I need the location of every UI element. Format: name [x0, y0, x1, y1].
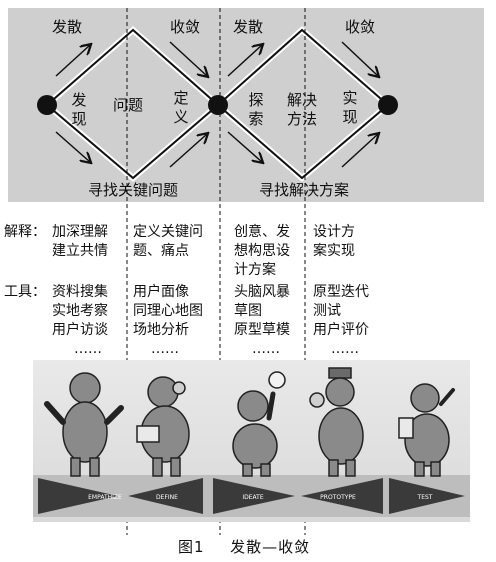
inner-label-solution: 解决方法 [287, 91, 318, 128]
figure-caption: 图1 发散—收敛 [178, 536, 310, 557]
explain-col-1: 加深理解 建立共情 [52, 223, 108, 261]
stage-label-test: TEST [417, 494, 433, 501]
tools-col-3-ellipsis: …… [252, 341, 280, 357]
diverge-arrow-up-2 [227, 45, 262, 77]
stage-label-empathize: EMPATHIZE [88, 494, 122, 501]
explain-col-3-line: 计方案 [234, 262, 276, 278]
inner-label-discover: 发现 [71, 91, 87, 128]
figure-number: 图1 [178, 538, 205, 556]
stage-test-shape [389, 478, 465, 514]
stage-label-ideate: IDEATE [242, 494, 263, 501]
explain-col-1-line: 建立共情 [52, 243, 108, 259]
tools-col-1-line: 资料搜集 [52, 284, 108, 300]
top-label-diverge-2: 发散 [233, 18, 264, 36]
character-test [398, 383, 455, 477]
tools-row-label: 工具： [4, 284, 46, 300]
middle-node [208, 95, 228, 115]
tools-col-1-ellipsis: …… [74, 341, 102, 357]
top-label-converge-2: 收敛 [345, 18, 376, 36]
explain-col-2-line: 定义关键问 [133, 224, 203, 240]
explain-col-2-line: 题、痛点 [133, 243, 189, 259]
converge-arrow-up-1 [169, 41, 207, 76]
converge-arrow-down-1 [169, 134, 207, 168]
explain-col-4-line: 设计方 [313, 224, 355, 240]
tools-col-3-line: 原型草模 [234, 322, 290, 338]
tools-col-2-ellipsis: …… [151, 341, 179, 357]
tools-col-3-line: 头脑风暴 [234, 284, 290, 300]
bottom-label-find-problem: 寻找关键问题 [88, 181, 179, 199]
inner-label-define: 定义 [173, 89, 189, 126]
stage-define-shape [128, 478, 203, 514]
character-ideate [232, 371, 286, 477]
diverge-arrow-up-1 [55, 45, 90, 77]
tools-col-1-line: 实地考察 [52, 303, 108, 319]
bottom-label-find-solution: 寻找解决方案 [259, 181, 350, 199]
tools-col-2-line: 用户面像 [133, 284, 189, 300]
tools-col-4-line: 测试 [313, 303, 341, 319]
stage-prototype-shape [301, 478, 383, 514]
tools-col-4-line: 用户评价 [313, 322, 369, 338]
stage-ideate-shape [213, 478, 295, 514]
explain-col-4: 设计方 案实现 [313, 223, 355, 261]
explain-col-1-line: 加深理解 [52, 224, 108, 240]
explain-row-label: 解释： [4, 224, 46, 240]
explain-col-3: 创意、发 想构思设 计方案 [234, 223, 290, 280]
character-define [136, 376, 190, 477]
converge-arrow-down-2 [341, 134, 378, 168]
tools-col-4-ellipsis: …… [331, 341, 359, 357]
explain-col-3-line: 创意、发 [234, 224, 290, 240]
stage-label-prototype: PROTOTYPE [320, 494, 356, 501]
tools-col-2: 用户面像 同理心地图 场地分析 …… [133, 283, 203, 359]
tools-col-4-line: 原型迭代 [313, 284, 369, 300]
tools-col-3-line: 草图 [234, 303, 262, 319]
end-node [378, 95, 398, 115]
inner-label-explore: 探索 [248, 91, 264, 128]
explain-col-2: 定义关键问 题、痛点 [133, 223, 203, 261]
stage-empathize-shape [38, 478, 118, 514]
tools-col-2-line: 同理心地图 [133, 303, 203, 319]
process-illustration: EMPATHIZE DEFINE IDEATE PROTOTYPE TEST [33, 367, 470, 517]
tools-col-2-line: 场地分析 [133, 322, 189, 338]
tools-col-1: 资料搜集 实地考察 用户访谈 …… [52, 283, 108, 359]
tools-col-4: 原型迭代 测试 用户评价 …… [313, 283, 369, 359]
tools-col-1-line: 用户访谈 [52, 322, 108, 338]
figure-title: 发散—收敛 [230, 538, 311, 556]
converge-arrow-up-2 [341, 41, 378, 76]
top-label-diverge-1: 发散 [52, 18, 83, 36]
start-node [37, 95, 57, 115]
explain-col-3-line: 想构思设 [234, 243, 290, 259]
tools-col-3: 头脑风暴 草图 原型草模 …… [234, 283, 290, 359]
top-label-converge-1: 收敛 [170, 18, 201, 36]
inner-label-problem: 问题 [113, 96, 144, 114]
diverge-arrow-down-2 [227, 131, 262, 162]
character-empathize [44, 372, 124, 477]
diverge-arrow-down-1 [55, 131, 90, 162]
character-prototype [309, 367, 364, 477]
diagram-panel [8, 8, 484, 202]
explain-col-4-line: 案实现 [313, 243, 355, 259]
inner-label-implement: 实现 [342, 89, 358, 126]
stage-label-define: DEFINE [156, 494, 178, 501]
